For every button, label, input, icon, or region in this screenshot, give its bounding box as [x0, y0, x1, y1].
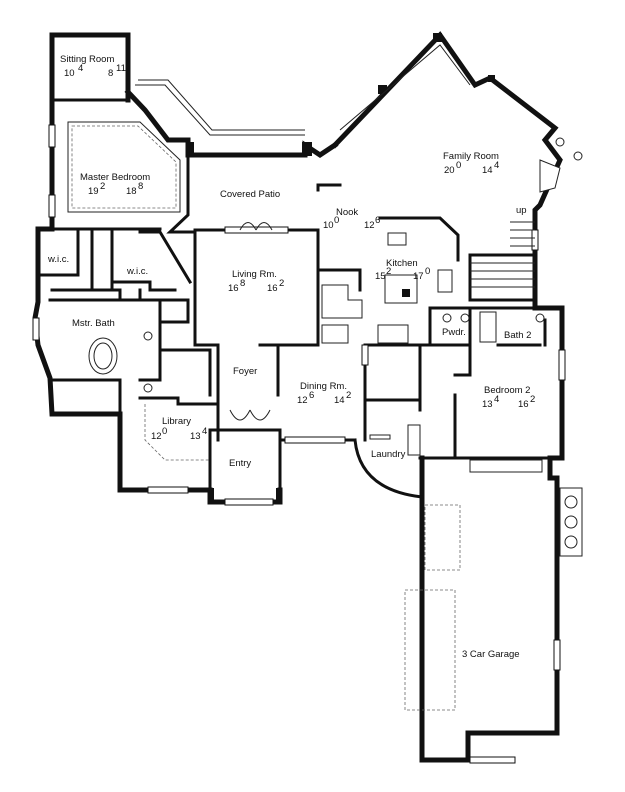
room-width-family: 20	[444, 165, 455, 176]
room-depth-kitchen: 17	[413, 271, 424, 282]
room-width-in-kitchen: 2	[386, 266, 391, 277]
room-name-powder: Pwdr.	[442, 327, 466, 338]
room-width-in-nook: 0	[334, 215, 339, 226]
room-depth-in-bedroom-2: 2	[530, 394, 535, 405]
room-depth-bedroom-2: 16	[518, 399, 529, 410]
stairs-up-label: up	[516, 205, 527, 216]
room-name-nook: Nook	[336, 207, 358, 218]
room-depth-in-master: 8	[138, 181, 143, 192]
room-name-dining: Dining Rm.	[300, 381, 347, 392]
room-name-family: Family Room	[443, 151, 499, 162]
room-name-garage: 3 Car Garage	[462, 649, 520, 660]
room-width-nook: 10	[323, 220, 334, 231]
room-name-bath-2: Bath 2	[504, 330, 531, 341]
room-name-foyer: Foyer	[233, 366, 257, 377]
room-name-living: Living Rm.	[232, 269, 277, 280]
room-name-library: Library	[162, 416, 191, 427]
room-name-master-bedroom: Master Bedroom	[80, 172, 150, 183]
wall-garage-right	[419, 455, 560, 763]
room-width-bedroom-2: 13	[482, 399, 493, 410]
room-labels: Sitting Room 10 4 8 11 Master Bedroom 19…	[47, 54, 535, 660]
room-width-sitting: 10	[64, 68, 75, 79]
wall-master-wing	[35, 32, 131, 232]
room-width-in-master: 2	[100, 181, 105, 192]
room-name-sitting: Sitting Room	[60, 54, 114, 65]
room-depth-living: 16	[267, 283, 278, 294]
room-name-entry: Entry	[229, 458, 251, 469]
interior-walls	[36, 98, 552, 499]
room-width-kitchen: 15	[375, 271, 386, 282]
room-name-bedroom-2: Bedroom 2	[484, 385, 530, 396]
room-name-wic-left: w.i.c.	[47, 254, 69, 265]
room-width-living: 16	[228, 283, 239, 294]
room-depth-dining: 14	[334, 395, 345, 406]
room-name-laundry: Laundry	[371, 449, 406, 460]
exterior-walls	[32, 31, 565, 763]
wall-mstr-bath-left	[32, 226, 213, 493]
room-width-in-living: 8	[240, 278, 245, 289]
room-name-kitchen: Kitchen	[386, 258, 418, 269]
room-width-in-dining: 6	[309, 390, 314, 401]
room-depth-in-living: 2	[279, 278, 284, 289]
room-depth-in-family: 4	[494, 160, 499, 171]
room-name-wic-right: w.i.c.	[126, 266, 148, 277]
room-depth-in-sitting: 11	[116, 63, 126, 74]
room-depth-sitting: 8	[108, 68, 113, 79]
room-depth-master: 18	[126, 186, 137, 197]
room-depth-in-kitchen: 0	[425, 266, 430, 277]
room-depth-library: 13	[190, 431, 201, 442]
details	[67, 44, 583, 711]
room-depth-nook: 12	[364, 220, 375, 231]
windows	[32, 124, 566, 764]
room-name-mstr-bath: Mstr. Bath	[72, 318, 115, 329]
room-depth-in-nook: 6	[375, 215, 380, 226]
wall-family-top	[331, 31, 563, 303]
room-width-in-bedroom-2: 4	[494, 394, 499, 405]
wall-east-bedroom	[532, 297, 565, 461]
room-name-covered-patio: Covered Patio	[220, 189, 280, 200]
room-depth-family: 14	[482, 165, 493, 176]
room-width-in-library: 0	[162, 426, 167, 437]
room-width-in-sitting: 4	[78, 63, 83, 74]
room-depth-in-dining: 2	[346, 390, 351, 401]
room-width-dining: 12	[297, 395, 308, 406]
room-width-master: 19	[88, 186, 99, 197]
room-width-library: 12	[151, 431, 162, 442]
room-width-in-family: 0	[456, 160, 461, 171]
wall-piers	[186, 33, 495, 502]
room-depth-in-library: 4	[202, 426, 207, 437]
